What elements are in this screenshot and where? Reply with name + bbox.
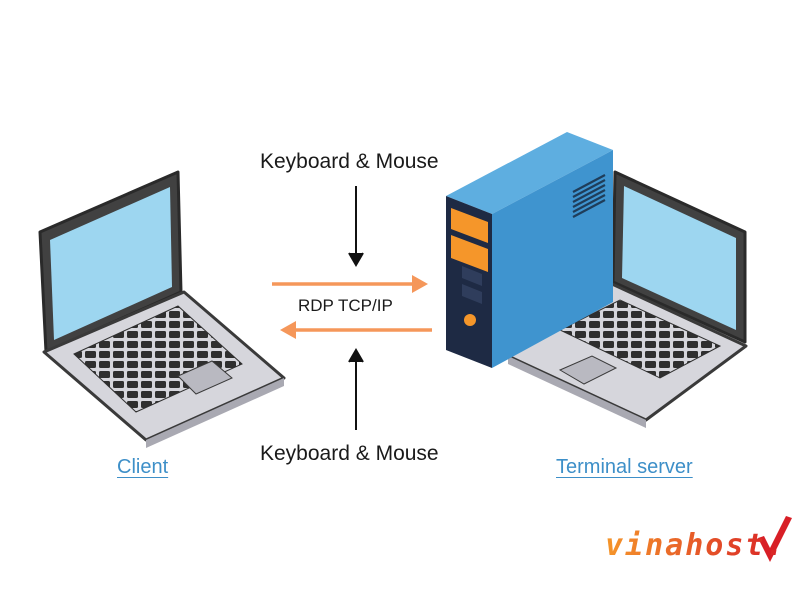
- tower-drive-bay-2: [451, 235, 488, 272]
- arrow-input-top: [348, 186, 364, 267]
- client-laptop-base-edge: [146, 378, 284, 448]
- tower-slot-1: [462, 266, 482, 286]
- tower-power-button: [464, 314, 476, 326]
- tower-slot-2: [462, 284, 482, 304]
- client-laptop: [38, 170, 286, 448]
- server-laptop-keyboard: [558, 299, 722, 379]
- client-laptop-touchpad: [177, 360, 233, 395]
- logo-text: vinahost.: [605, 528, 786, 563]
- input-label-bottom: Keyboard & Mouse: [260, 442, 439, 465]
- server-laptop-touchpad: [558, 355, 618, 385]
- server-laptop-base-edge: [508, 356, 646, 428]
- terminal-server-link[interactable]: Terminal server: [556, 456, 693, 478]
- arrow-server-to-client: [280, 321, 432, 339]
- input-label-top: Keyboard & Mouse: [260, 150, 439, 173]
- tower-vents: [572, 174, 606, 218]
- arrow-input-bottom: [348, 348, 364, 430]
- vinahost-logo: vinahost.: [605, 528, 786, 563]
- server-laptop-screen: [622, 186, 736, 330]
- tower-side: [492, 150, 613, 368]
- tower-drive-bay-1: [451, 208, 488, 243]
- protocol-label: RDP TCP/IP: [298, 296, 393, 315]
- tower-top: [446, 132, 613, 214]
- arrow-client-to-server: [272, 275, 428, 293]
- client-laptop-keyboard: [73, 305, 243, 413]
- client-link[interactable]: Client: [117, 456, 169, 478]
- server-tower: [446, 132, 613, 368]
- logo-check-icon: [758, 516, 792, 562]
- client-laptop-screen: [50, 187, 172, 340]
